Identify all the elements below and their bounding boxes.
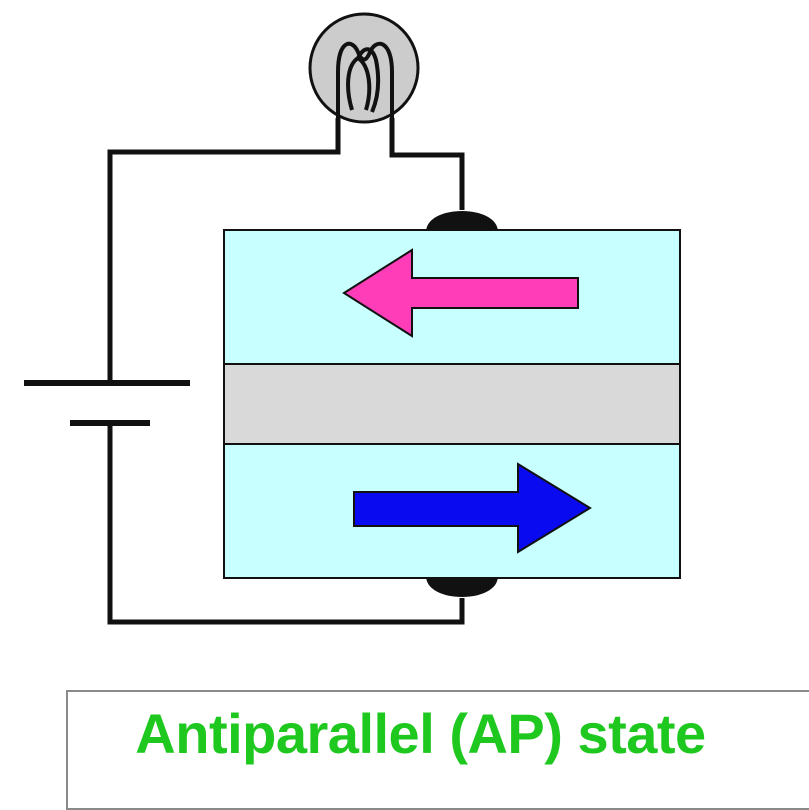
magnetization-arrows: [342, 248, 592, 554]
battery-icon: [24, 380, 190, 426]
state-caption: Antiparallel (AP) state: [135, 702, 706, 765]
tunnel-barrier-layer: [223, 363, 681, 445]
mtj-circuit-diagram: [24, 12, 681, 625]
bottom-contact: [426, 576, 498, 597]
light-bulb-icon: [308, 12, 420, 124]
wire-left-lower: [107, 422, 465, 625]
bulb-filament: [336, 41, 394, 120]
wire-left-upper: [107, 118, 341, 382]
top-magnetization-arrow-left: [342, 248, 579, 338]
circuit-wires: [107, 118, 465, 625]
caption-box: Antiparallel (AP) state: [66, 690, 809, 810]
top-contact: [426, 211, 498, 232]
electrode-contacts: [426, 211, 498, 597]
bottom-magnetization-arrow-right: [353, 462, 592, 554]
wire-right-upper: [389, 118, 465, 210]
